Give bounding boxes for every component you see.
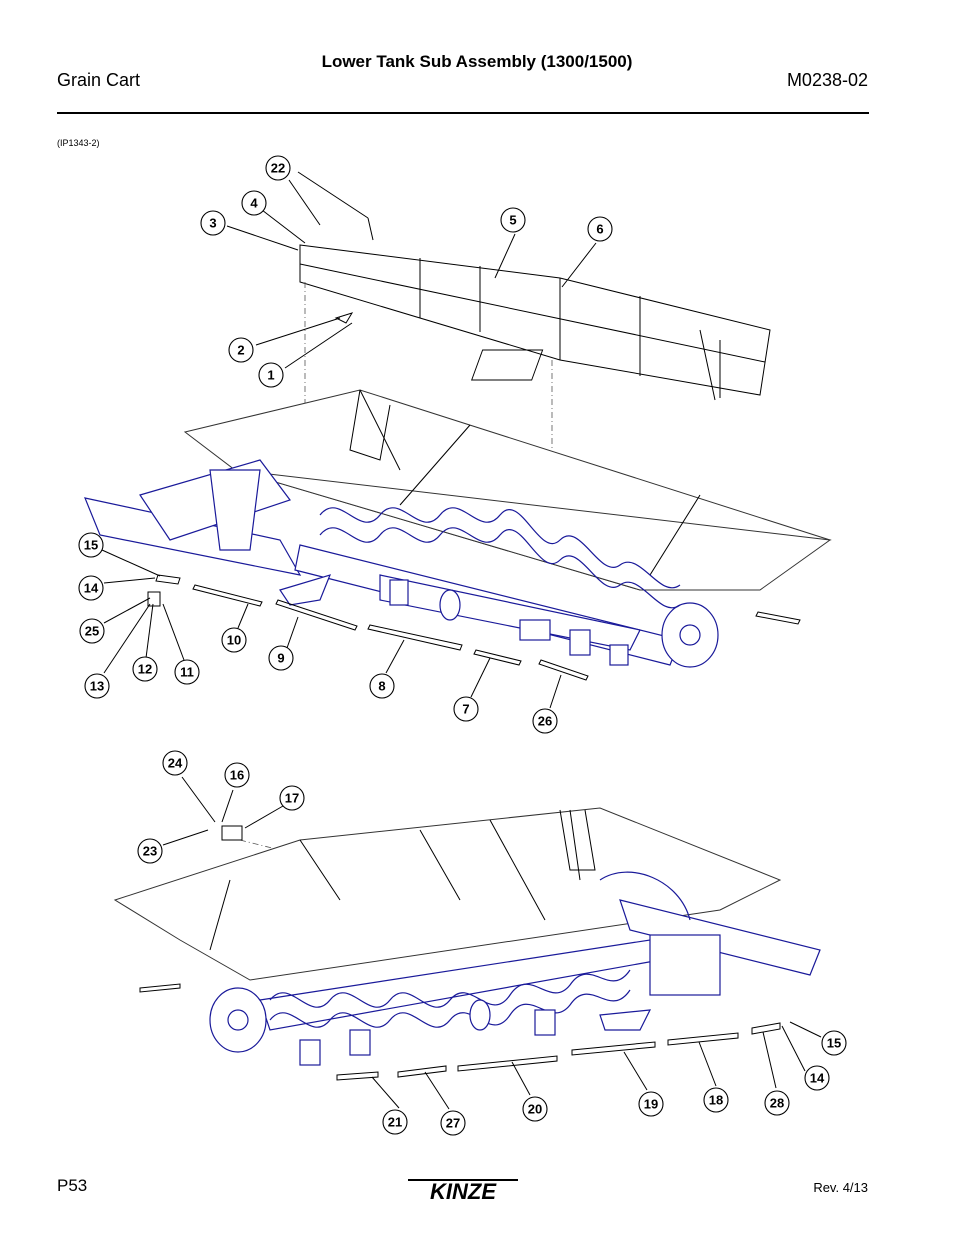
svg-text:26: 26 xyxy=(538,714,552,729)
svg-text:21: 21 xyxy=(388,1115,402,1130)
header-rule xyxy=(57,112,869,114)
svg-text:25: 25 xyxy=(85,624,99,639)
callout-15-lower: 15 xyxy=(821,1030,847,1056)
callout-26: 26 xyxy=(532,708,558,734)
callout-27: 27 xyxy=(440,1110,466,1136)
svg-text:10: 10 xyxy=(227,633,241,648)
callout-10: 10 xyxy=(221,627,247,653)
svg-text:5: 5 xyxy=(509,213,516,228)
svg-text:28: 28 xyxy=(770,1096,784,1111)
svg-text:24: 24 xyxy=(168,756,183,771)
svg-text:2: 2 xyxy=(237,343,244,358)
svg-text:16: 16 xyxy=(230,768,244,783)
svg-text:KINZE: KINZE xyxy=(430,1179,497,1204)
callout-7: 7 xyxy=(453,696,479,722)
svg-text:7: 7 xyxy=(462,702,469,717)
hopper-assembly-upper xyxy=(84,389,832,681)
svg-text:23: 23 xyxy=(143,844,157,859)
callout-13: 13 xyxy=(84,673,110,699)
callout-18: 18 xyxy=(703,1087,729,1113)
callout-6: 6 xyxy=(587,216,613,242)
callout-23: 23 xyxy=(137,838,163,864)
callout-14: 14 xyxy=(78,575,104,601)
callout-17: 17 xyxy=(279,785,305,811)
svg-text:20: 20 xyxy=(528,1102,542,1117)
svg-text:15: 15 xyxy=(84,538,98,553)
svg-text:9: 9 xyxy=(277,651,284,666)
callout-21: 21 xyxy=(382,1109,408,1135)
callout-11: 11 xyxy=(174,659,200,685)
lid-assembly xyxy=(297,171,771,401)
callout-12: 12 xyxy=(132,656,158,682)
callout-28: 28 xyxy=(764,1090,790,1116)
leader-lines xyxy=(101,179,822,1110)
svg-text:15: 15 xyxy=(827,1036,841,1051)
callout-19: 19 xyxy=(638,1091,664,1117)
figure-reference: (IP1343-2) xyxy=(57,138,100,148)
svg-text:14: 14 xyxy=(84,581,99,596)
page-number: P53 xyxy=(57,1176,88,1195)
page-title: Lower Tank Sub Assembly (1300/1500) xyxy=(321,52,633,71)
svg-text:8: 8 xyxy=(378,679,385,694)
svg-text:3: 3 xyxy=(209,216,216,231)
svg-text:6: 6 xyxy=(596,222,603,237)
svg-text:18: 18 xyxy=(709,1093,723,1108)
svg-text:13: 13 xyxy=(90,679,104,694)
svg-text:19: 19 xyxy=(644,1097,658,1112)
kinze-logo: KINZE xyxy=(400,1175,525,1210)
callout-2: 2 xyxy=(228,337,254,363)
callout-3: 3 xyxy=(200,210,226,236)
callout-16: 16 xyxy=(224,762,250,788)
callout-9: 9 xyxy=(268,645,294,671)
manual-number: M0238-02 xyxy=(786,70,868,90)
callout-25: 25 xyxy=(79,618,105,644)
callout-20: 20 xyxy=(522,1096,548,1122)
callout-22: 22 xyxy=(265,155,291,181)
callout-4: 4 xyxy=(241,190,267,216)
callout-5: 5 xyxy=(500,207,526,233)
callout-14-lower: 14 xyxy=(804,1065,830,1091)
callout-1: 1 xyxy=(258,362,284,388)
svg-text:14: 14 xyxy=(810,1071,825,1086)
svg-text:27: 27 xyxy=(446,1116,460,1131)
svg-text:11: 11 xyxy=(180,665,194,680)
svg-text:12: 12 xyxy=(138,662,152,677)
svg-text:17: 17 xyxy=(285,791,299,806)
callout-8: 8 xyxy=(369,673,395,699)
hopper-assembly-lower xyxy=(113,807,821,1081)
svg-text:1: 1 xyxy=(267,368,274,383)
svg-text:22: 22 xyxy=(271,161,285,176)
callout-24: 24 xyxy=(162,750,188,776)
svg-text:4: 4 xyxy=(250,196,258,211)
revision-date: Rev. 4/13 xyxy=(813,1180,868,1195)
callout-15: 15 xyxy=(78,532,104,558)
product-name: Grain Cart xyxy=(57,70,141,90)
